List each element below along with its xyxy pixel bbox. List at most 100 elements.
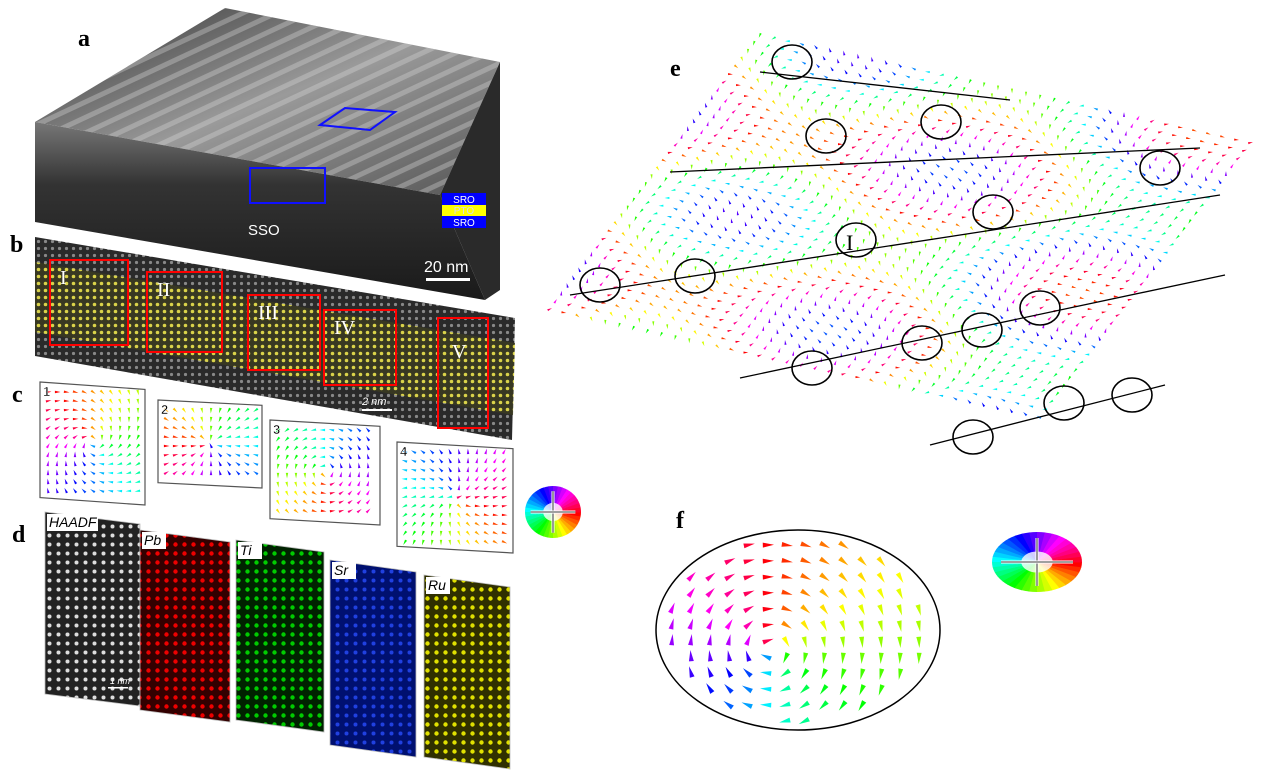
polarization-arrow: [855, 375, 861, 379]
polarization-arrow: [708, 650, 713, 662]
polarization-arrow: [739, 312, 744, 317]
polarization-arrow: [1058, 365, 1064, 369]
polarization-arrow: [457, 475, 461, 482]
polarization-arrow: [1127, 149, 1130, 155]
eds-map-ru: Ru: [423, 574, 511, 770]
polarization-arrow: [109, 416, 113, 423]
polarization-arrow: [801, 253, 806, 258]
polarization-arrow: [905, 203, 911, 207]
polarization-arrow: [218, 407, 222, 414]
polarization-arrow: [854, 228, 858, 234]
region-box: [49, 259, 129, 346]
polarization-arrow: [54, 409, 61, 412]
polarization-arrow: [401, 503, 408, 508]
polarization-arrow: [1072, 157, 1075, 163]
polarization-arrow: [851, 61, 854, 67]
polarization-arrow: [977, 365, 982, 370]
polarization-arrow: [966, 272, 972, 276]
polarization-arrow: [911, 67, 917, 71]
polarization-arrow: [319, 464, 326, 467]
polarization-arrow: [429, 503, 435, 509]
polarization-arrow: [302, 445, 308, 451]
polarization-arrow: [1085, 288, 1091, 292]
polarization-arrow: [604, 319, 607, 325]
film-side-face: [440, 62, 500, 300]
polarization-arrow: [466, 457, 470, 464]
polarization-arrow: [729, 347, 735, 351]
polarization-arrow: [815, 128, 821, 132]
polarization-arrow: [276, 472, 280, 479]
polarization-arrow: [883, 106, 886, 112]
polarization-arrow: [1047, 316, 1052, 321]
polarization-arrow: [780, 195, 786, 198]
polarization-arrow: [990, 93, 993, 99]
polarization-arrow: [1117, 203, 1122, 208]
region-label: V: [452, 341, 467, 363]
polarization-arrow: [819, 588, 830, 598]
panel-f: f: [655, 508, 1082, 731]
polarization-arrow: [629, 242, 634, 248]
polarization-arrow: [311, 481, 317, 487]
polarization-arrow: [760, 702, 772, 708]
polarization-arrow: [757, 290, 763, 293]
polarization-arrow: [937, 310, 941, 316]
polarization-arrow: [806, 98, 810, 104]
polarization-arrow: [191, 407, 195, 414]
polarization-arrow: [609, 311, 613, 317]
polarization-arrow: [772, 183, 778, 186]
polarization-arrow: [877, 197, 883, 201]
panel-label-e: e: [670, 56, 681, 82]
polarization-arrow: [234, 444, 241, 448]
polarization-arrow: [1228, 146, 1233, 149]
polarization-arrow: [135, 461, 141, 466]
polarization-arrow: [650, 238, 654, 244]
polarization-arrow: [724, 683, 734, 694]
polarization-arrow: [781, 589, 793, 595]
polarization-arrow: [703, 296, 709, 299]
polarization-arrow: [809, 136, 815, 140]
polarization-arrow: [1028, 405, 1034, 408]
polarization-arrow: [985, 120, 991, 123]
polarization-arrow: [824, 222, 830, 226]
polarization-arrow: [974, 134, 978, 140]
polarization-arrow: [651, 256, 655, 262]
polarization-arrow: [991, 303, 996, 309]
polarization-arrow: [941, 348, 946, 353]
polarization-arrow: [807, 245, 812, 250]
polarization-arrow: [966, 187, 970, 193]
polarization-arrow: [601, 237, 607, 241]
polarization-arrow: [879, 668, 885, 680]
polarization-arrow: [676, 244, 682, 248]
polarization-arrow: [1175, 234, 1180, 239]
polarization-arrow: [745, 650, 752, 662]
polarization-arrow: [882, 234, 885, 240]
polarization-arrow: [465, 495, 472, 499]
polarization-arrow: [1057, 282, 1063, 285]
polarization-arrow: [1006, 306, 1009, 312]
polarization-arrow: [73, 479, 78, 485]
polarization-arrow: [930, 299, 933, 305]
polarization-arrow: [727, 137, 733, 140]
polarization-arrow: [1128, 188, 1134, 191]
polarization-arrow: [90, 425, 96, 431]
polarization-arrow: [735, 340, 741, 343]
polarization-arrow: [838, 604, 847, 616]
polarization-arrow: [795, 133, 801, 137]
polarization-arrow: [465, 521, 471, 527]
polarization-arrow: [945, 257, 950, 262]
polarization-arrow: [1110, 127, 1114, 133]
polarization-arrow: [1088, 134, 1094, 137]
polarization-arrow: [623, 314, 627, 320]
polarization-arrow: [293, 445, 299, 451]
polarization-arrow: [898, 384, 901, 390]
polarization-arrow: [786, 59, 792, 62]
polarization-arrow: [1079, 296, 1085, 300]
polarization-arrow: [757, 354, 763, 358]
polarization-arrow: [492, 476, 498, 482]
polarization-arrow: [56, 478, 59, 485]
polarization-arrow: [1104, 200, 1108, 206]
polarization-arrow: [915, 620, 921, 632]
polarization-arrow: [856, 310, 859, 316]
polarization-arrow: [900, 145, 903, 151]
polarization-arrow: [952, 185, 956, 190]
